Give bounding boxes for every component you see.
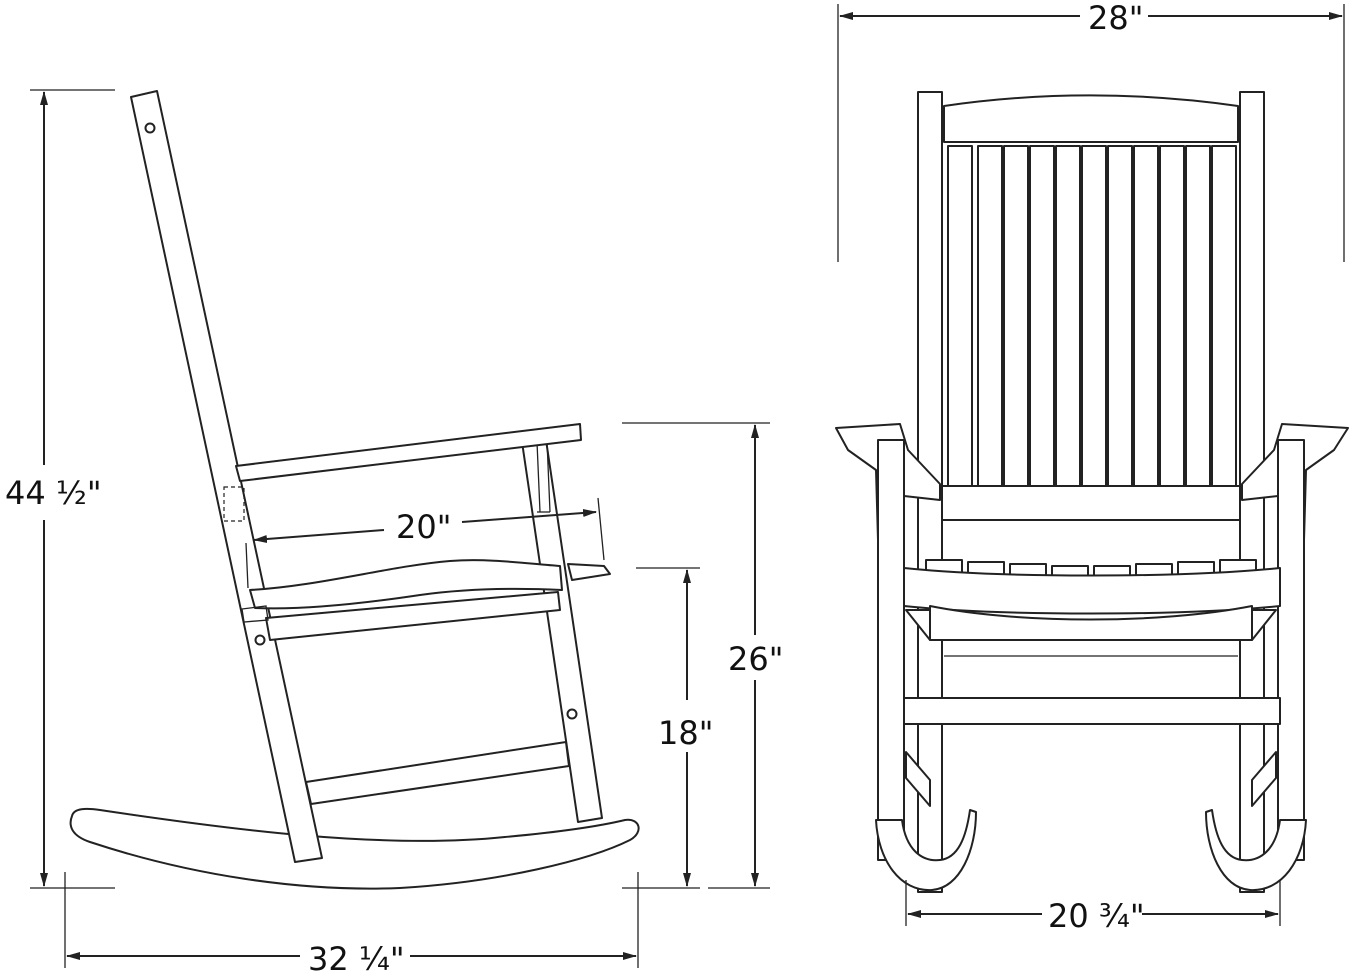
- side-hidden-joint: [223, 486, 245, 522]
- side-view-chair: [69, 90, 640, 890]
- front-leg-right: [1277, 439, 1305, 861]
- dim-arm-height: 26": [622, 422, 783, 889]
- dim-width-total: 28": [837, 0, 1345, 262]
- side-bolt: [254, 634, 266, 646]
- dim-seat-height-label: 18": [658, 714, 713, 752]
- dim-seat-width: 20 ¾": [905, 880, 1281, 935]
- side-rocker: [69, 807, 640, 890]
- front-seat-apron: [903, 567, 1281, 615]
- front-view-chair: [835, 91, 1349, 893]
- side-stretcher-upper: [265, 591, 561, 641]
- front-leg-left: [877, 439, 905, 861]
- front-rocker-right: [1205, 809, 1307, 892]
- side-bolt: [566, 708, 578, 720]
- dim-depth-label: 32 ¼": [308, 940, 405, 975]
- dim-height-total: 44 ½": [5, 89, 115, 889]
- dim-seat-height: 18": [622, 567, 713, 889]
- front-crest-rail: [943, 94, 1239, 143]
- dim-seat-depth: 20": [253, 497, 605, 561]
- side-seat-front: [567, 563, 611, 581]
- front-lower-back-rail: [941, 485, 1241, 521]
- dim-depth: 32 ¼": [64, 872, 639, 975]
- side-stretcher-lower: [305, 741, 570, 805]
- dim-seat-depth-label: 20": [396, 508, 451, 546]
- front-under-seat: [929, 605, 1253, 641]
- side-back-post: [130, 90, 323, 863]
- dim-arm-height-label: 26": [728, 640, 783, 678]
- side-bolt: [144, 122, 156, 134]
- dim-seat-width-label: 20 ¾": [1048, 897, 1145, 935]
- side-arm-rest: [235, 423, 582, 482]
- dim-height-total-label: 44 ½": [5, 474, 102, 512]
- side-seat: [249, 559, 563, 610]
- dim-width-total-label: 28": [1088, 0, 1143, 37]
- front-rocker-left: [875, 809, 977, 892]
- front-lower-stretcher: [903, 697, 1281, 725]
- front-back-slats: [947, 145, 1237, 487]
